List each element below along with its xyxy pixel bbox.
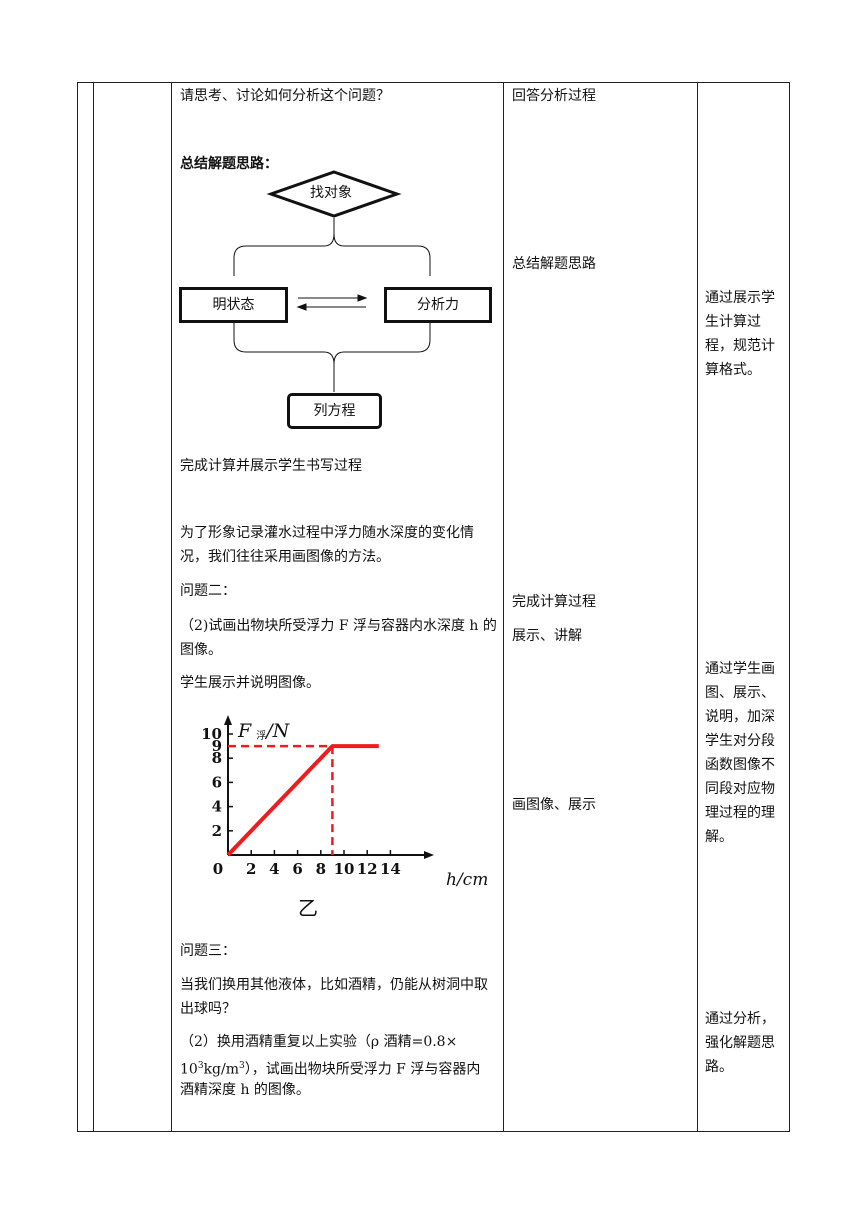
x-tick-label: 14 — [380, 860, 401, 878]
diamond-find-object — [266, 170, 402, 218]
sub-line2-rest: ），试画出物块所受浮力 F 浮与容器内 — [244, 1061, 481, 1078]
x-tick-label: 6 — [292, 860, 302, 878]
question2-label: 问题二： — [180, 583, 236, 599]
table-col-line — [789, 82, 790, 1131]
x-tick-label: 2 — [246, 860, 256, 878]
student-summarize: 总结解题思路 — [512, 256, 596, 272]
x-tick-label: 0 — [213, 860, 223, 878]
flowchart-connectors — [233, 170, 431, 392]
question3-sub-line2: 103kg/m3），试画出物块所受浮力 F 浮与容器内 — [180, 1055, 480, 1081]
table-col-line — [171, 82, 172, 1131]
table-col-line — [93, 82, 94, 1131]
student-draw-show: 画图像、展示 — [512, 797, 596, 813]
question2-text: （2)试画出物块所受浮力 F 浮与容器内水深度 h 的图像。 — [180, 618, 497, 658]
graph-intro-text: 为了形象记录灌水过程中浮力随水深度的变化情况，我们往往采用画图像的方法。 — [180, 525, 474, 565]
flow-state-label: 明状态 — [212, 297, 255, 313]
table-col-line — [77, 82, 78, 1131]
student-show-explain: 展示、讲解 — [512, 628, 582, 644]
design-note-2: 通过学生画图、展示、说明，加深学生对分段函数图像不同段对应物理过程的理解。 — [705, 661, 775, 845]
student-show-text: 学生展示并说明图像。 — [180, 675, 320, 691]
sub-line2-unit: kg/m — [203, 1061, 239, 1078]
bottom-brace — [233, 322, 431, 392]
prompt-think: 请思考、讨论如何分析这个问题？ — [180, 88, 390, 104]
table-bottom-border — [77, 1131, 790, 1132]
design-note-3: 通过分析，强化解题思路。 — [705, 1011, 775, 1075]
buoyancy-line — [226, 744, 379, 857]
sub-line2-base: 10 — [180, 1061, 198, 1078]
x-tick-label: 4 — [269, 860, 279, 878]
question3-sub-line1: （2）换用酒精重复以上实验（ρ 酒精=0.8× — [180, 1034, 458, 1050]
flow-equation-label: 列方程 — [313, 403, 356, 419]
table-col-line — [697, 82, 698, 1131]
table-top-border — [77, 82, 790, 83]
flow-force-box: 分析力 — [384, 287, 492, 323]
y-tick-label: 10 — [201, 725, 222, 743]
flow-equation-box: 列方程 — [287, 393, 382, 429]
sub-line2-exp: 3 — [197, 1061, 204, 1071]
x-axis-label: h/cm — [446, 870, 488, 890]
flow-state-box: 明状态 — [179, 287, 288, 323]
x-tick-label: 8 — [316, 860, 326, 878]
summary-heading: 总结解题思路： — [180, 156, 278, 172]
question3-text: 当我们换用其他液体，比如酒精，仍能从树洞中取出球吗？ — [180, 977, 488, 1017]
y-tick-label: 4 — [212, 798, 222, 816]
student-complete-calc: 完成计算过程 — [512, 594, 596, 610]
complete-calc-text: 完成计算并展示学生书写过程 — [180, 458, 362, 474]
x-tick-label: 12 — [357, 860, 378, 878]
design-note-1: 通过展示学生计算过程，规范计算格式。 — [705, 290, 775, 378]
student-answer-process: 回答分析过程 — [512, 88, 596, 104]
flow-force-label: 分析力 — [417, 297, 459, 313]
x-tick-label: 10 — [334, 860, 355, 878]
question3-sub-line3: 酒精深度 h 的图像。 — [180, 1082, 310, 1098]
top-brace — [233, 218, 431, 276]
y-axis-arrow — [224, 715, 232, 725]
y-tick-label: 6 — [212, 773, 222, 791]
x-axis-arrow — [424, 851, 434, 859]
table-col-line — [503, 82, 504, 1131]
flow-find-object-label: 找对象 — [310, 185, 352, 201]
y-tick-label: 9 — [212, 737, 222, 755]
double-arrow — [296, 294, 368, 311]
y-tick-label: 8 — [212, 749, 222, 767]
y-tick-label: 2 — [212, 822, 222, 840]
question3-label: 问题三： — [180, 943, 236, 959]
chart-caption: 乙 — [298, 896, 318, 920]
sub-line2-exp2: 3 — [239, 1061, 245, 1071]
